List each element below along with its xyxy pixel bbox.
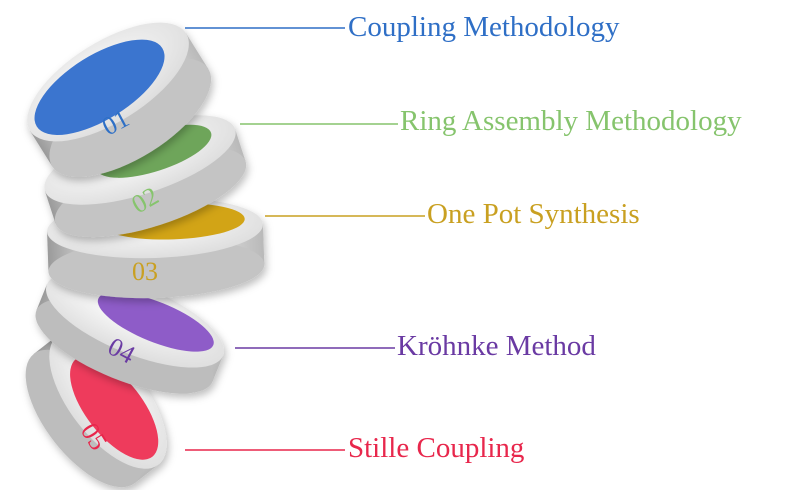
- disc-01: 01: [27, 22, 212, 178]
- step-label-03: One Pot Synthesis: [427, 198, 640, 230]
- disc-04-inner: [97, 292, 214, 352]
- disc-05: 05: [25, 331, 167, 488]
- disc-01-inner: [34, 39, 165, 135]
- disc-05-inner: [70, 356, 159, 460]
- step-label-05: Stille Coupling: [348, 432, 525, 464]
- step-label-02: Ring Assembly Methodology: [400, 105, 742, 137]
- step-label-04: Kröhnke Method: [397, 330, 596, 362]
- disc-04: 04: [35, 272, 224, 394]
- step-label-01: Coupling Methodology: [348, 11, 620, 43]
- disc-03-number: 03: [132, 257, 158, 286]
- disc-02: 02: [44, 115, 247, 238]
